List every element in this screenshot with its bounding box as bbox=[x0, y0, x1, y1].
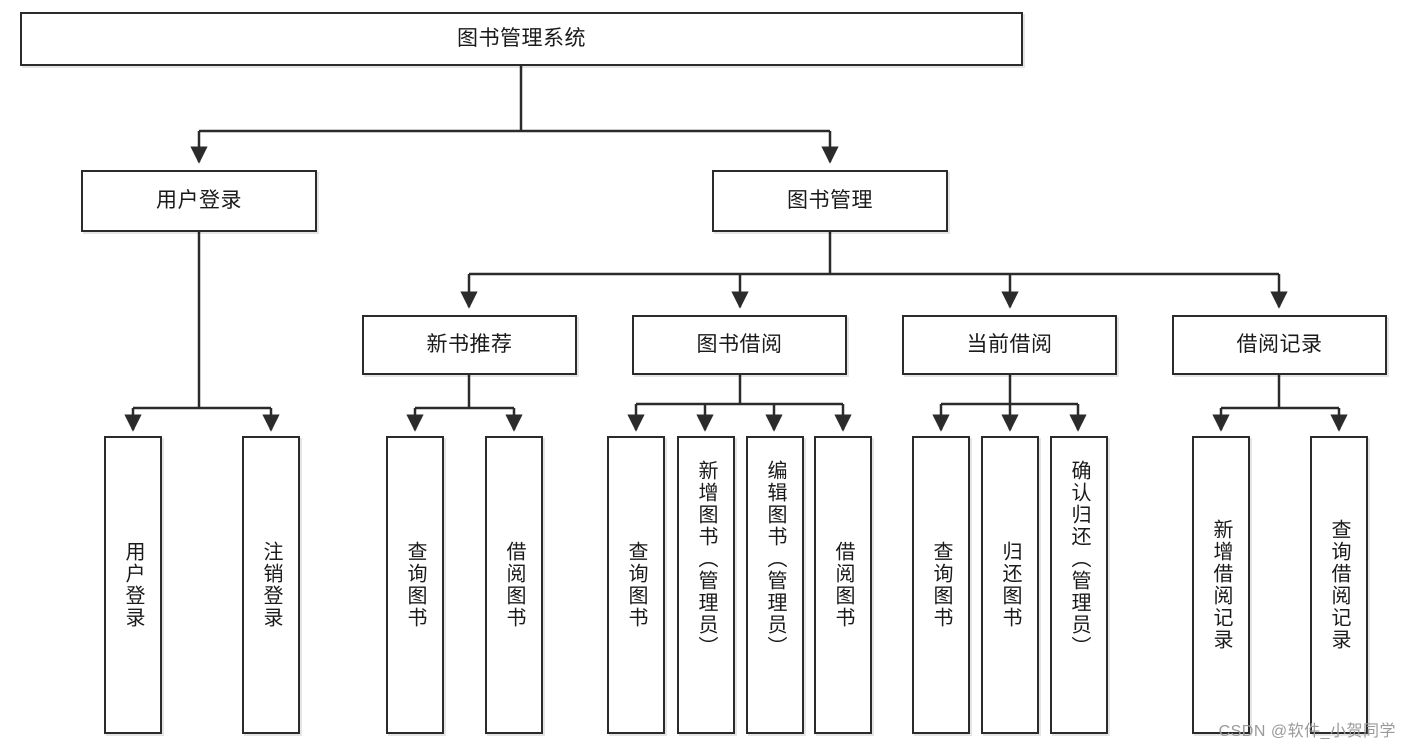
node-new-book-recommend-label: 新书推荐 bbox=[426, 332, 513, 356]
node-book-management[interactable]: 图书管理 bbox=[712, 170, 948, 232]
node-user-login[interactable]: 用户登录 bbox=[81, 170, 317, 232]
node-book-borrow[interactable]: 图书借阅 bbox=[632, 315, 847, 375]
node-borrow-records[interactable]: 借阅记录 bbox=[1172, 315, 1387, 375]
leaf-confirm-return-admin[interactable]: 确认归还（管理员） bbox=[1050, 436, 1108, 734]
leaf-query-books-1-label: 查询图书 bbox=[404, 541, 426, 629]
node-book-management-label: 图书管理 bbox=[787, 188, 873, 212]
leaf-edit-book-admin[interactable]: 编辑图书（管理员） bbox=[746, 436, 804, 734]
leaf-query-books-1[interactable]: 查询图书 bbox=[386, 436, 444, 734]
leaf-borrow-books-1[interactable]: 借阅图书 bbox=[485, 436, 543, 734]
leaf-borrow-books-2-label: 借阅图书 bbox=[832, 541, 854, 629]
leaf-edit-book-admin-label: 编辑图书（管理员） bbox=[764, 460, 786, 658]
leaf-query-books-3[interactable]: 查询图书 bbox=[912, 436, 970, 734]
leaf-query-books-2[interactable]: 查询图书 bbox=[607, 436, 665, 734]
node-current-borrow-label: 当前借阅 bbox=[966, 332, 1053, 356]
leaf-return-books-label: 归还图书 bbox=[999, 541, 1021, 629]
node-root[interactable]: 图书管理系统 bbox=[20, 12, 1023, 66]
leaf-query-borrow-record[interactable]: 查询借阅记录 bbox=[1310, 436, 1368, 734]
leaf-user-login[interactable]: 用户登录 bbox=[104, 436, 162, 734]
leaf-query-books-2-label: 查询图书 bbox=[625, 541, 647, 629]
node-current-borrow[interactable]: 当前借阅 bbox=[902, 315, 1117, 375]
node-user-login-label: 用户登录 bbox=[156, 188, 242, 212]
leaf-query-books-3-label: 查询图书 bbox=[930, 541, 952, 629]
node-root-label: 图书管理系统 bbox=[457, 26, 586, 50]
node-borrow-records-label: 借阅记录 bbox=[1236, 332, 1323, 356]
leaf-borrow-books-2[interactable]: 借阅图书 bbox=[814, 436, 872, 734]
leaf-add-borrow-record[interactable]: 新增借阅记录 bbox=[1192, 436, 1250, 734]
leaf-add-book-admin-label: 新增图书（管理员） bbox=[695, 460, 717, 658]
node-new-book-recommend[interactable]: 新书推荐 bbox=[362, 315, 577, 375]
leaf-logout[interactable]: 注销登录 bbox=[242, 436, 300, 734]
leaf-borrow-books-1-label: 借阅图书 bbox=[503, 541, 525, 629]
node-book-borrow-label: 图书借阅 bbox=[696, 332, 783, 356]
leaf-add-book-admin[interactable]: 新增图书（管理员） bbox=[677, 436, 735, 734]
leaf-return-books[interactable]: 归还图书 bbox=[981, 436, 1039, 734]
leaf-user-login-label: 用户登录 bbox=[122, 541, 144, 629]
leaf-add-borrow-record-label: 新增借阅记录 bbox=[1210, 519, 1232, 651]
leaf-confirm-return-admin-label: 确认归还（管理员） bbox=[1068, 460, 1090, 658]
leaf-logout-label: 注销登录 bbox=[260, 541, 282, 629]
leaf-query-borrow-record-label: 查询借阅记录 bbox=[1328, 519, 1350, 651]
